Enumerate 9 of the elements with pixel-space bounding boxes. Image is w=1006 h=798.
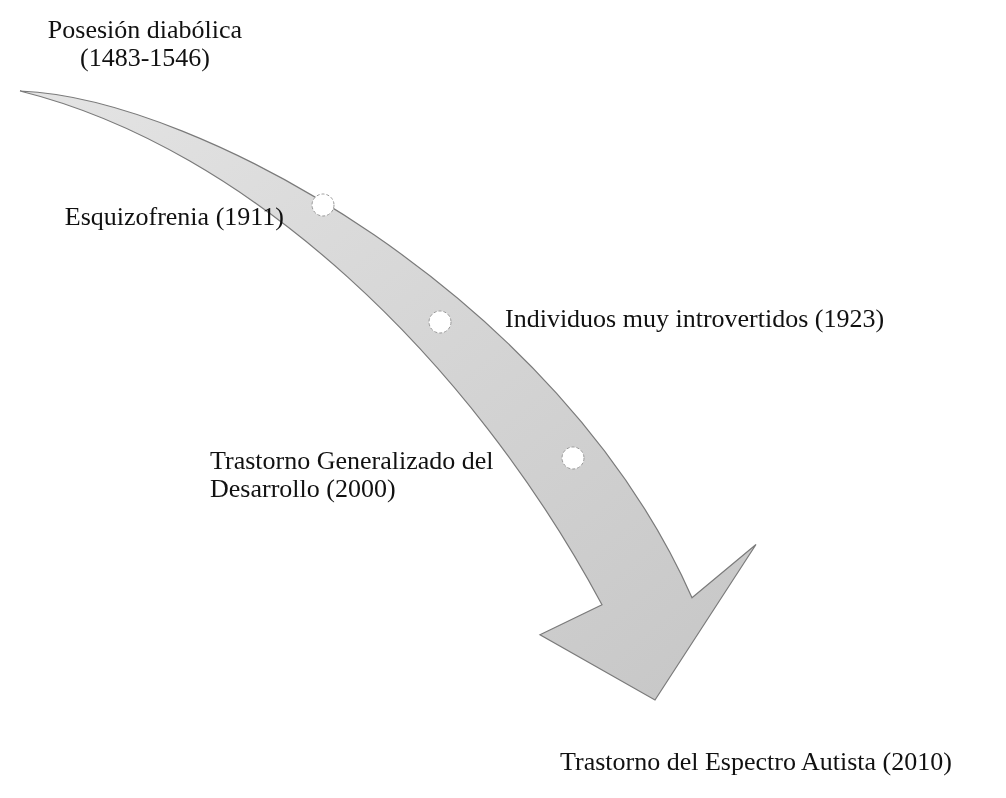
milestone-label: Individuos muy introvertidos (1923): [505, 305, 886, 333]
timeline-label: Posesión diabólica (1483-1546): [20, 16, 270, 72]
timeline-dot: [311, 193, 335, 217]
timeline-dot: [428, 310, 452, 334]
timeline-label: Trastorno del Espectro Autista (2010): [560, 748, 1005, 776]
curved-arrow: [19, 90, 757, 701]
milestone-label: Trastorno Generalizado del Desarrollo (2000): [210, 447, 495, 503]
timeline-dot: [561, 446, 585, 470]
milestone-label: Esquizofrenia (1911): [63, 203, 284, 231]
